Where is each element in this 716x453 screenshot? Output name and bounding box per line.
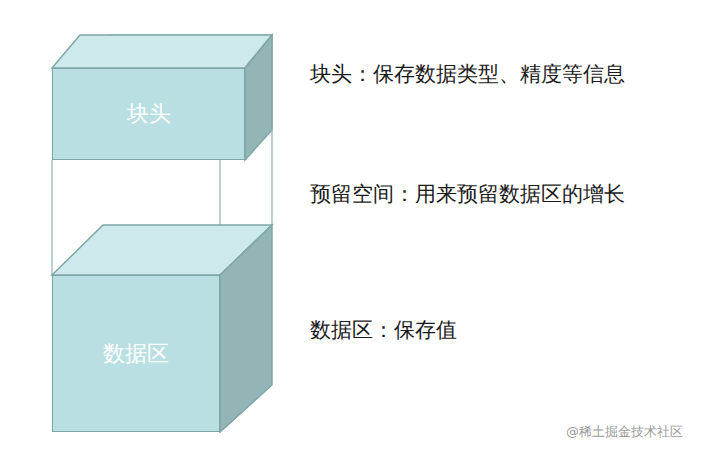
description-note: 块头：保存数据类型、精度等信息 — [310, 60, 625, 88]
side-face — [245, 35, 272, 160]
block-name: 数据区 — [103, 339, 169, 369]
reserve-line — [51, 160, 52, 275]
description-note: 数据区：保存值 — [310, 316, 457, 344]
top-face — [52, 35, 272, 68]
reserve-line — [271, 130, 272, 225]
block-face: 数据区 — [52, 275, 220, 432]
side-face — [220, 225, 272, 432]
block-face: 块头 — [52, 68, 245, 160]
description-note: 预留空间：用来预留数据区的增长 — [310, 180, 625, 208]
watermark: @稀土掘金技术社区 — [566, 423, 683, 441]
block-name: 块头 — [127, 99, 171, 129]
